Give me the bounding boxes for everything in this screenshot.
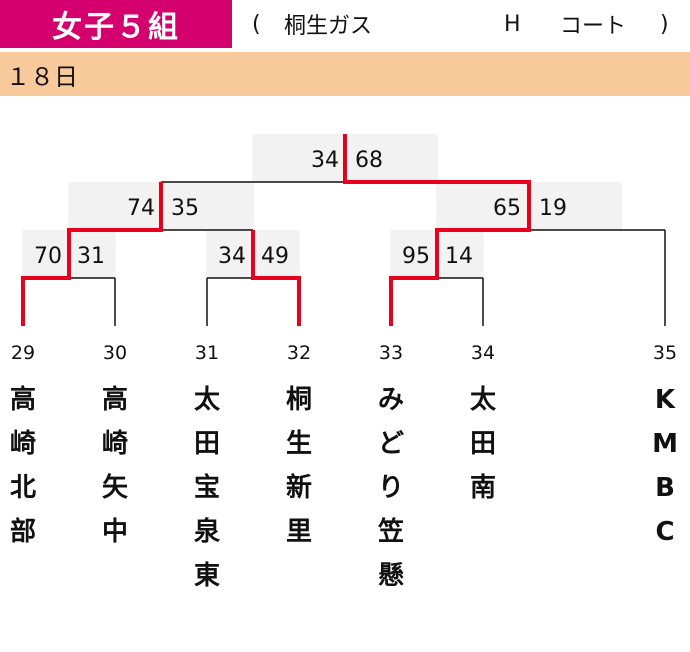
seed-32: 32 [287, 342, 311, 364]
winner-path [21, 134, 531, 326]
team-name-34: 太田南 [469, 385, 496, 503]
seed-30: 30 [103, 342, 127, 364]
venue-info: ( 桐生ガス H コート ) [232, 0, 690, 48]
seed-31: 31 [195, 342, 219, 364]
final-score-left: 34 [311, 148, 339, 173]
r1b-score-right: 49 [261, 244, 289, 269]
r2a-score-right: 35 [171, 196, 199, 221]
team-name-29: 高崎北部 [9, 385, 36, 547]
court-letter: H [504, 11, 521, 37]
r1a-score-right: 31 [77, 244, 105, 269]
r2b-score-right: 19 [539, 196, 567, 221]
team-name-33: みどり笠懸 [377, 385, 404, 591]
date-label: １８日 [6, 62, 78, 91]
team-name-32: 桐生新里 [285, 385, 312, 547]
seed-33: 33 [379, 342, 403, 364]
team-name-30: 高崎矢中 [101, 385, 128, 547]
team-name-31: 太田宝泉東 [193, 385, 220, 591]
final-score-right: 68 [355, 148, 383, 173]
r2b-score-left: 65 [493, 196, 521, 221]
scores: 34 68 74 35 65 19 70 31 34 49 95 14 [34, 148, 567, 269]
seeds: 29 30 31 32 33 34 35 [11, 342, 677, 364]
seed-34: 34 [471, 342, 495, 364]
r1c-score-right: 14 [445, 244, 473, 269]
venue-close-paren: ) [660, 11, 669, 37]
court-label: コート [560, 14, 627, 39]
venue-open-paren: ( [252, 11, 261, 37]
r1b-score-left: 34 [218, 244, 246, 269]
date-bar: １８日 [0, 52, 690, 96]
r2a-score-left: 74 [127, 196, 155, 221]
seed-29: 29 [11, 342, 35, 364]
r1a-score-left: 70 [34, 244, 62, 269]
seed-35: 35 [653, 342, 677, 364]
division-title: 女子５組 [0, 0, 232, 48]
r1c-score-left: 95 [402, 244, 430, 269]
venue-name: 桐生ガス [284, 14, 373, 39]
